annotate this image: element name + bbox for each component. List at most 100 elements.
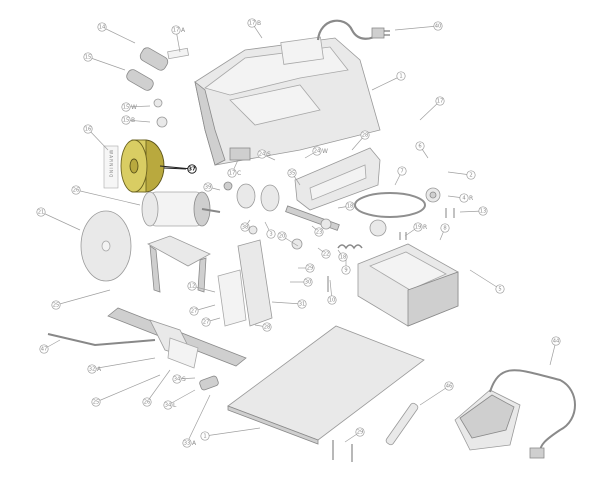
callout-28: 28	[262, 322, 272, 332]
highlighted-wheel	[120, 139, 187, 193]
callout-number: 32	[89, 366, 96, 372]
leader-line	[204, 427, 261, 437]
callout-number: 17	[437, 98, 444, 104]
callout-number: 24	[259, 151, 266, 157]
callout-suffix: W	[322, 148, 328, 155]
callout-25: 25	[91, 397, 101, 407]
leader-line	[55, 289, 111, 306]
callout-number: 2	[469, 172, 472, 178]
callout-number: 44	[553, 338, 560, 344]
warning-label: W A R N I N G	[103, 145, 119, 189]
callout-number: 9	[344, 267, 347, 273]
callout-number: 28	[264, 324, 271, 330]
callout-30: 30	[303, 277, 313, 287]
callout-number: 29	[357, 429, 364, 435]
callout-31: 31	[297, 299, 307, 309]
callout-number: 28	[362, 132, 369, 138]
callout-16: 16	[83, 124, 93, 134]
leader-line	[101, 26, 136, 44]
belt-and-gear	[354, 187, 441, 237]
callout-number: 21	[38, 209, 45, 215]
adjust-knobs	[126, 47, 190, 128]
callout-27: 27	[201, 317, 211, 327]
callout-8: 8	[440, 223, 450, 233]
callout-1: 1	[396, 71, 406, 81]
callout-number: 24	[314, 148, 321, 154]
callout-number: 1	[203, 433, 206, 439]
callout-number: 40	[435, 23, 442, 29]
callout-37: 37	[187, 164, 197, 174]
callout-suffix: A	[192, 440, 197, 447]
callout-suffix: R	[423, 224, 427, 231]
callout-10: 10	[327, 295, 337, 305]
callout-6: 6	[415, 141, 425, 151]
callout-suffix: B	[257, 20, 261, 27]
callout-suffix: S	[182, 376, 186, 383]
callout-25: 25	[51, 300, 61, 310]
guard-box	[357, 243, 459, 327]
callout-number: 34	[174, 376, 181, 382]
callout-number: 25	[53, 302, 60, 308]
callout-number: 10	[329, 297, 336, 303]
housing-cover	[194, 36, 381, 166]
leader-line	[371, 75, 402, 91]
callout-29: 29	[305, 263, 315, 273]
callout-number: 7	[400, 168, 403, 174]
callout-29: 29	[355, 427, 365, 437]
callout-number: 29	[307, 265, 314, 271]
callout-number: 37	[188, 166, 196, 172]
leader-line	[271, 301, 303, 305]
leader-line	[159, 165, 193, 170]
callout-17: 17	[435, 96, 445, 106]
base-plate	[227, 325, 425, 445]
callout-number: 18	[347, 203, 354, 209]
saw-disc	[80, 210, 132, 282]
callout-15: 15	[83, 52, 93, 62]
callout-27: 27	[189, 306, 199, 316]
callout-39: 39	[203, 182, 213, 192]
warning-label-text: W A R N I N G	[109, 150, 114, 177]
leader-line	[186, 394, 211, 444]
callout-number: 17	[229, 170, 236, 176]
callout-suffix: R	[469, 195, 473, 202]
spring	[337, 244, 363, 250]
leader-line	[75, 189, 141, 206]
callout-46: 46	[444, 381, 454, 391]
callout-number: 15	[123, 117, 130, 123]
motor	[141, 191, 221, 227]
callout-number: 23	[316, 229, 323, 235]
callout-number: 22	[323, 251, 330, 257]
leader-line	[394, 25, 439, 31]
callout-number: 1	[399, 73, 402, 79]
callout-28: 28	[360, 130, 370, 140]
callout-number: 4	[462, 195, 466, 201]
callout-23: 23	[314, 227, 324, 237]
callout-35: 35	[287, 168, 297, 178]
callout-38: 38	[240, 222, 250, 232]
callout-40: 40	[433, 21, 443, 31]
handpiece-tool	[385, 402, 419, 446]
leader-line	[419, 385, 450, 406]
callout-3: 3	[266, 229, 276, 239]
callout-18: 18	[338, 252, 348, 262]
callout-number: 25	[93, 399, 100, 405]
leader-line	[87, 56, 126, 71]
callout-number: 15	[123, 104, 130, 110]
callout-2: 2	[466, 170, 476, 180]
callout-suffix: S	[267, 151, 271, 158]
callout-number: 19	[415, 224, 422, 230]
callout-number: 31	[299, 301, 306, 307]
callout-number: 35	[289, 170, 296, 176]
leader-line	[469, 269, 501, 290]
bracket-frame	[294, 147, 381, 211]
leader-line	[91, 357, 156, 370]
